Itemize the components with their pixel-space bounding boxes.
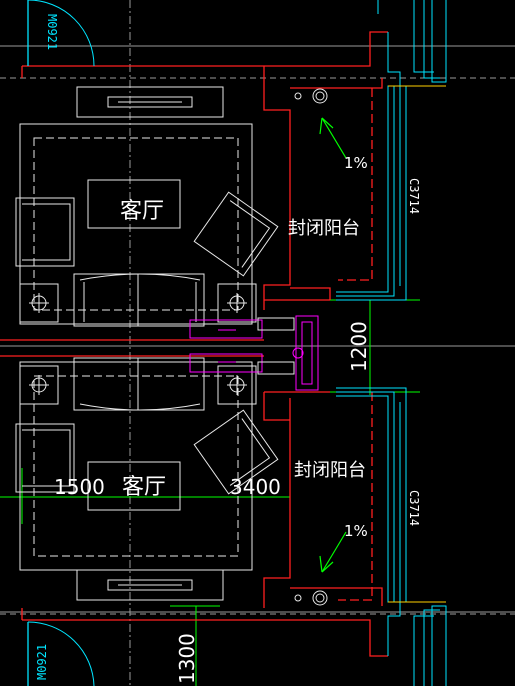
door-label-lower: M0921 [35,644,49,680]
room-label-balcony-lower: 封闭阳台 [294,460,366,481]
walls [0,31,388,657]
door-label-upper: M0921 [45,14,59,50]
room-label-living-upper: 客厅 [120,199,164,224]
dimension-label-3400: 3400 [230,475,281,499]
window-label-lower: C3714 [407,490,421,526]
room-label-living-lower: 客厅 [122,475,166,500]
fixture-pipes [257,317,295,375]
yellow-lines [388,85,446,603]
room-label-balcony-upper: 封闭阳台 [288,218,360,239]
furniture [15,86,328,606]
dimension-label-1500: 1500 [54,475,105,499]
dimension-label-1300: 1300 [175,633,199,684]
slope-label-upper: 1% [344,154,368,172]
slope-arrows [319,117,347,573]
slope-label-lower: 1% [344,522,368,540]
fixtures [189,315,319,391]
dimension-label-1200: 1200 [347,321,371,372]
window-label-upper: C3714 [407,178,421,214]
